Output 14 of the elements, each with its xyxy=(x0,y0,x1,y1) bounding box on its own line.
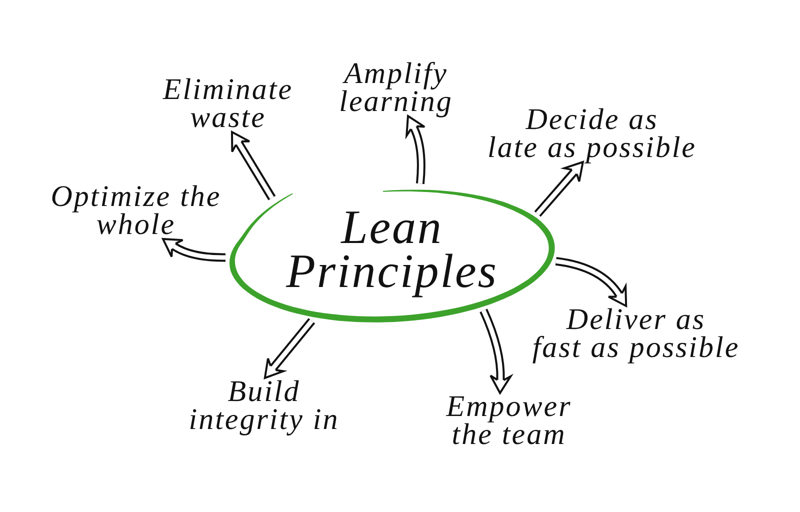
principle-text: Amplify learning xyxy=(318,60,474,116)
arrow xyxy=(534,160,584,217)
principle-text: Deliver as fast as possible xyxy=(528,306,744,362)
principle-text: Eliminate waste xyxy=(148,76,308,132)
principle-text: Build integrity in xyxy=(172,378,356,434)
principle-text: Empower the team xyxy=(434,393,584,449)
arrow xyxy=(161,238,226,262)
principle-text: Decide as late as possible xyxy=(478,106,706,162)
arrow xyxy=(480,308,514,395)
principle-text: Optimize the whole xyxy=(50,183,222,239)
arrow xyxy=(264,318,316,380)
arrow xyxy=(405,114,426,184)
arrow xyxy=(230,130,276,200)
arrow xyxy=(555,257,628,308)
